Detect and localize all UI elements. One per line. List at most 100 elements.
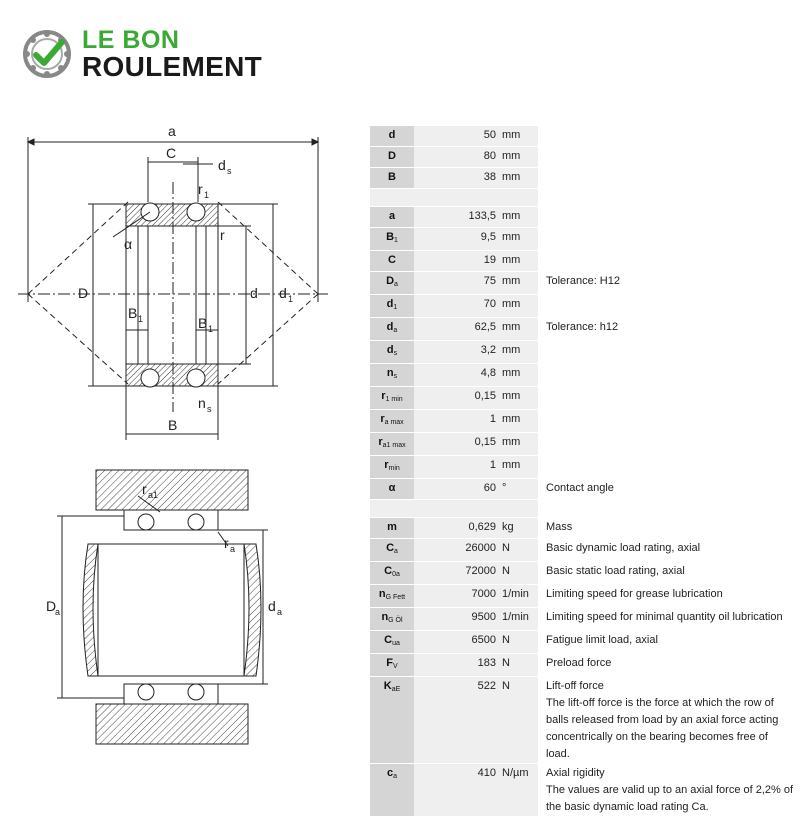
spec-unit: 1/min (500, 607, 538, 631)
spec-description: Limiting speed for grease lubrication (538, 584, 800, 608)
spec-symbol-main: D (386, 275, 395, 287)
dim-label-D: D (78, 285, 88, 301)
spec-description (538, 432, 800, 456)
spec-value: 1 (414, 455, 500, 479)
dim-label-Da-sub: a (55, 607, 60, 617)
spec-symbol-main: n (378, 588, 386, 600)
spec-symbol: Cua (370, 630, 414, 654)
spec-symbol-main: r (378, 436, 383, 448)
spec-description-note: The lift-off force is the force at which… (546, 697, 779, 760)
spec-value: 4,8 (414, 363, 500, 387)
spec-unit: N (500, 630, 538, 654)
spec-description (538, 146, 800, 168)
spec-symbol-sub: ua (392, 640, 400, 647)
spec-symbol-main: d (386, 298, 394, 310)
spec-description (538, 126, 800, 147)
spec-description-title: Basic static load rating, axial (546, 565, 685, 577)
spec-spacer-cell (538, 188, 800, 207)
dim-label-d1: d (279, 285, 287, 301)
spec-description-title: Fatigue limit load, axial (546, 634, 658, 646)
dim-label-r1: r (198, 181, 203, 197)
spec-value: 410 (414, 763, 500, 817)
spec-symbol-main: D (388, 150, 396, 162)
spec-symbol-sub: 1 min (385, 396, 403, 403)
spec-symbol-main: C (384, 634, 393, 646)
spec-symbol: da (370, 317, 414, 341)
spec-spacer-cell (370, 188, 414, 207)
spec-spacer-cell (500, 499, 538, 518)
spec-symbol-main: d (386, 344, 394, 356)
spec-value: 9500 (414, 607, 500, 631)
spec-description-note: The values are valid up to an axial forc… (546, 784, 794, 813)
spec-symbol-main: C (388, 254, 396, 266)
spec-value: 38 (414, 167, 500, 189)
spec-symbol: B (370, 167, 414, 189)
mounting-drawing: D a d a r a1 r a (46, 469, 282, 745)
dim-label-b1-left: B (128, 305, 137, 321)
spec-description-title: Axial rigidity (546, 767, 605, 779)
dim-label-Da: D (46, 598, 56, 614)
spec-description (538, 206, 800, 228)
brand-logo: LE BON ROULEMENT (22, 26, 302, 86)
spec-value: 0,15 (414, 386, 500, 410)
spec-spacer-cell (538, 499, 800, 518)
spec-description (538, 340, 800, 364)
spec-description-title: Preload force (546, 657, 612, 669)
spec-description: Contact angle (538, 478, 800, 500)
spec-symbol-main: r (384, 459, 389, 471)
spec-value: 80 (414, 146, 500, 168)
spec-unit: kg (500, 517, 538, 539)
spec-symbol-sub: a (394, 548, 398, 555)
spec-description (538, 409, 800, 433)
spec-description (538, 386, 800, 410)
spec-value: 19 (414, 250, 500, 272)
dim-label-b1-left-sub: 1 (138, 314, 143, 324)
spec-description: Mass (538, 517, 800, 539)
spec-symbol: ca (370, 763, 414, 817)
spec-symbol-sub: G Öl (388, 617, 403, 624)
spec-symbol: ra max (370, 409, 414, 433)
spec-symbol-sub: min (388, 465, 400, 472)
spec-description: Tolerance: h12 (538, 317, 800, 341)
spec-symbol: nG Fett (370, 584, 414, 608)
spec-symbol-sub: 1 (393, 304, 398, 311)
spec-symbol: r1 min (370, 386, 414, 410)
spec-unit: mm (500, 340, 538, 364)
spec-description-title: Limiting speed for minimal quantity oil … (546, 611, 783, 623)
dim-label-ds-sub: s (227, 166, 232, 176)
spec-symbol-main: n (381, 611, 389, 623)
spec-description-title: Mass (546, 521, 573, 533)
spec-spacer-cell (500, 188, 538, 207)
spec-description: Basic dynamic load rating, axial (538, 538, 800, 562)
spec-value: 50 (414, 126, 500, 147)
spec-symbol: ds (370, 340, 414, 364)
dim-label-c: C (166, 145, 176, 161)
spec-symbol-sub: a (394, 281, 398, 288)
spec-unit: mm (500, 250, 538, 272)
spec-value: 1 (414, 409, 500, 433)
dim-label-d1-sub: 1 (288, 294, 293, 304)
spec-value: 9,5 (414, 227, 500, 251)
dim-label-ra1-sub: a1 (148, 490, 158, 500)
brand-line2: ROULEMENT (82, 51, 263, 82)
spec-unit: mm (500, 363, 538, 387)
spec-value: 183 (414, 653, 500, 677)
spec-description (538, 455, 800, 479)
spec-symbol-main: B (386, 231, 395, 243)
spec-symbol: B1 (370, 227, 414, 251)
spec-unit: ° (500, 478, 538, 500)
